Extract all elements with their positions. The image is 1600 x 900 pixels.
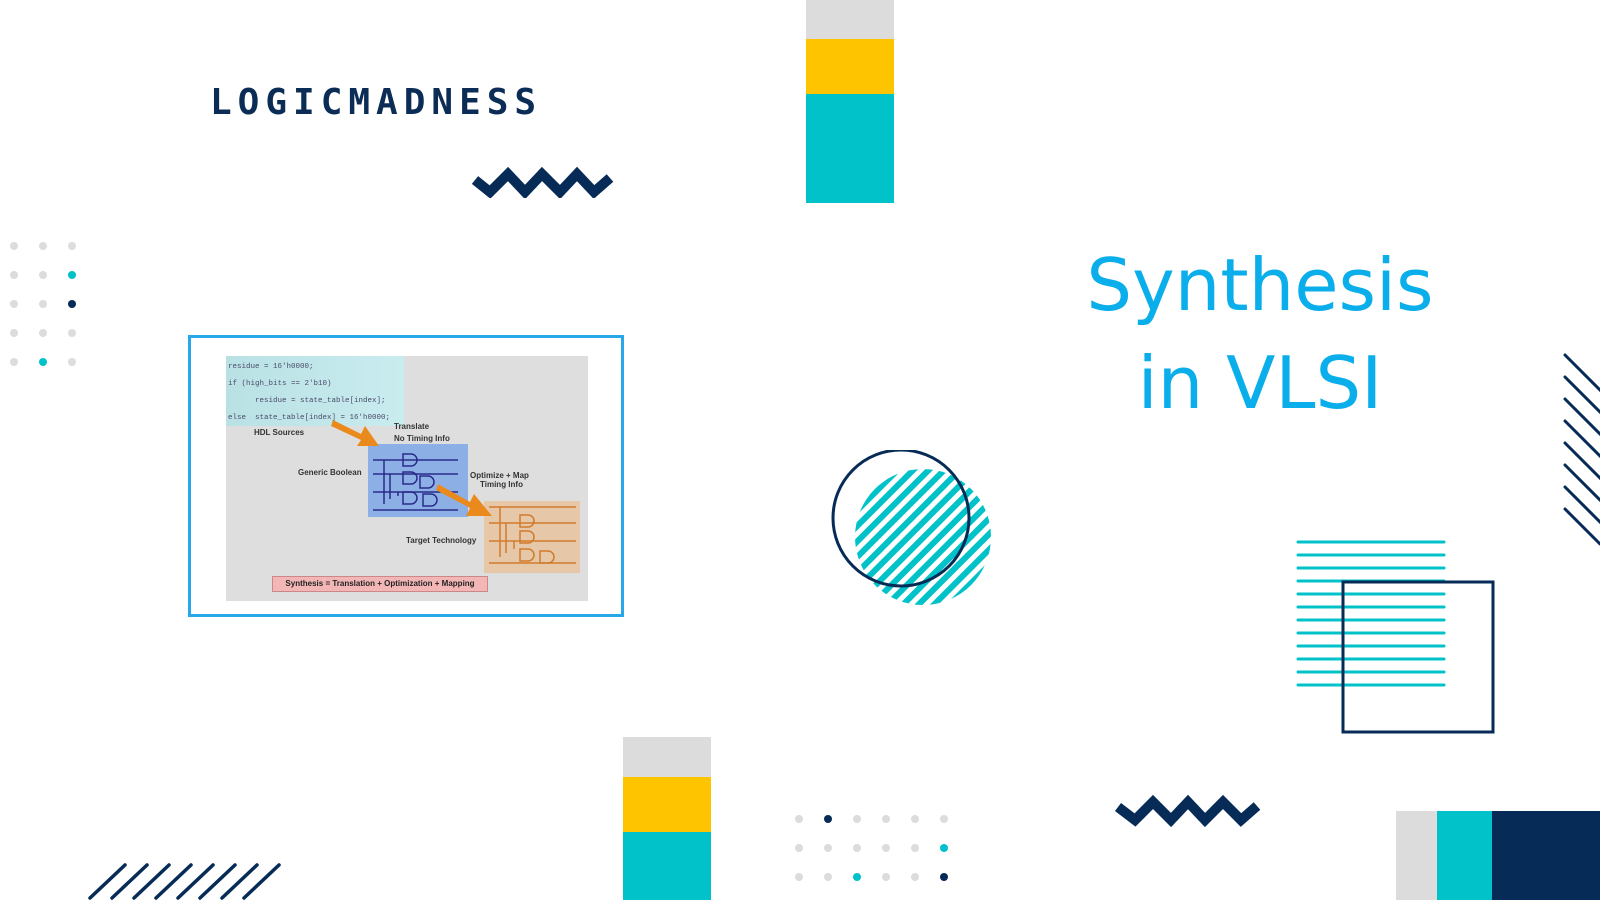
color-block-navy — [1492, 811, 1600, 900]
color-bar-teal — [623, 832, 711, 900]
label-hdl-sources: HDL Sources — [254, 428, 305, 437]
horizontal-lines-icon — [1296, 540, 1495, 734]
zigzag-icon — [1114, 794, 1261, 828]
label-translate: Translate — [394, 422, 430, 431]
label-target-technology: Target Technology — [406, 536, 477, 545]
hdl-code-block: residue = 16'h0000;if (high_bits == 2'b1… — [226, 356, 404, 426]
zigzag-icon — [471, 166, 614, 198]
label-generic-boolean: Generic Boolean — [298, 468, 362, 477]
striped-circle-icon — [831, 450, 991, 605]
diagonal-lines-icon — [1563, 353, 1600, 546]
square-outline-icon — [1341, 580, 1495, 734]
label-no-timing: No Timing Info — [394, 434, 450, 443]
target-technology-circuit — [484, 501, 580, 573]
logo: LOGICMADNESS — [210, 82, 543, 123]
label-timing-info: Timing Info — [480, 480, 523, 489]
title-line-1: Synthesis — [1086, 243, 1434, 327]
color-bar-yellow — [806, 39, 894, 94]
color-block-gray — [1396, 811, 1437, 900]
color-bar-yellow — [623, 777, 711, 832]
title-line-2: in VLSI — [1137, 341, 1383, 425]
label-optimize-map: Optimize + Map — [470, 471, 529, 480]
dot-grid-icon — [0, 0, 90, 380]
page-title: Synthesis in VLSI — [1060, 236, 1460, 432]
color-bar-teal — [806, 94, 894, 203]
diagonal-lines-icon — [88, 863, 281, 900]
synthesis-equation: Synthesis = Translation + Optimization +… — [272, 576, 488, 592]
arrow-translate-icon — [331, 420, 379, 446]
color-bar-gray — [806, 0, 894, 39]
arrow-optimize-icon — [436, 484, 492, 516]
synthesis-diagram-image: residue = 16'h0000;if (high_bits == 2'b1… — [226, 356, 588, 601]
generic-boolean-circuit — [368, 444, 468, 517]
color-block-teal — [1437, 811, 1492, 900]
dot-grid-icon — [795, 815, 965, 895]
color-bar-gray — [623, 737, 711, 777]
